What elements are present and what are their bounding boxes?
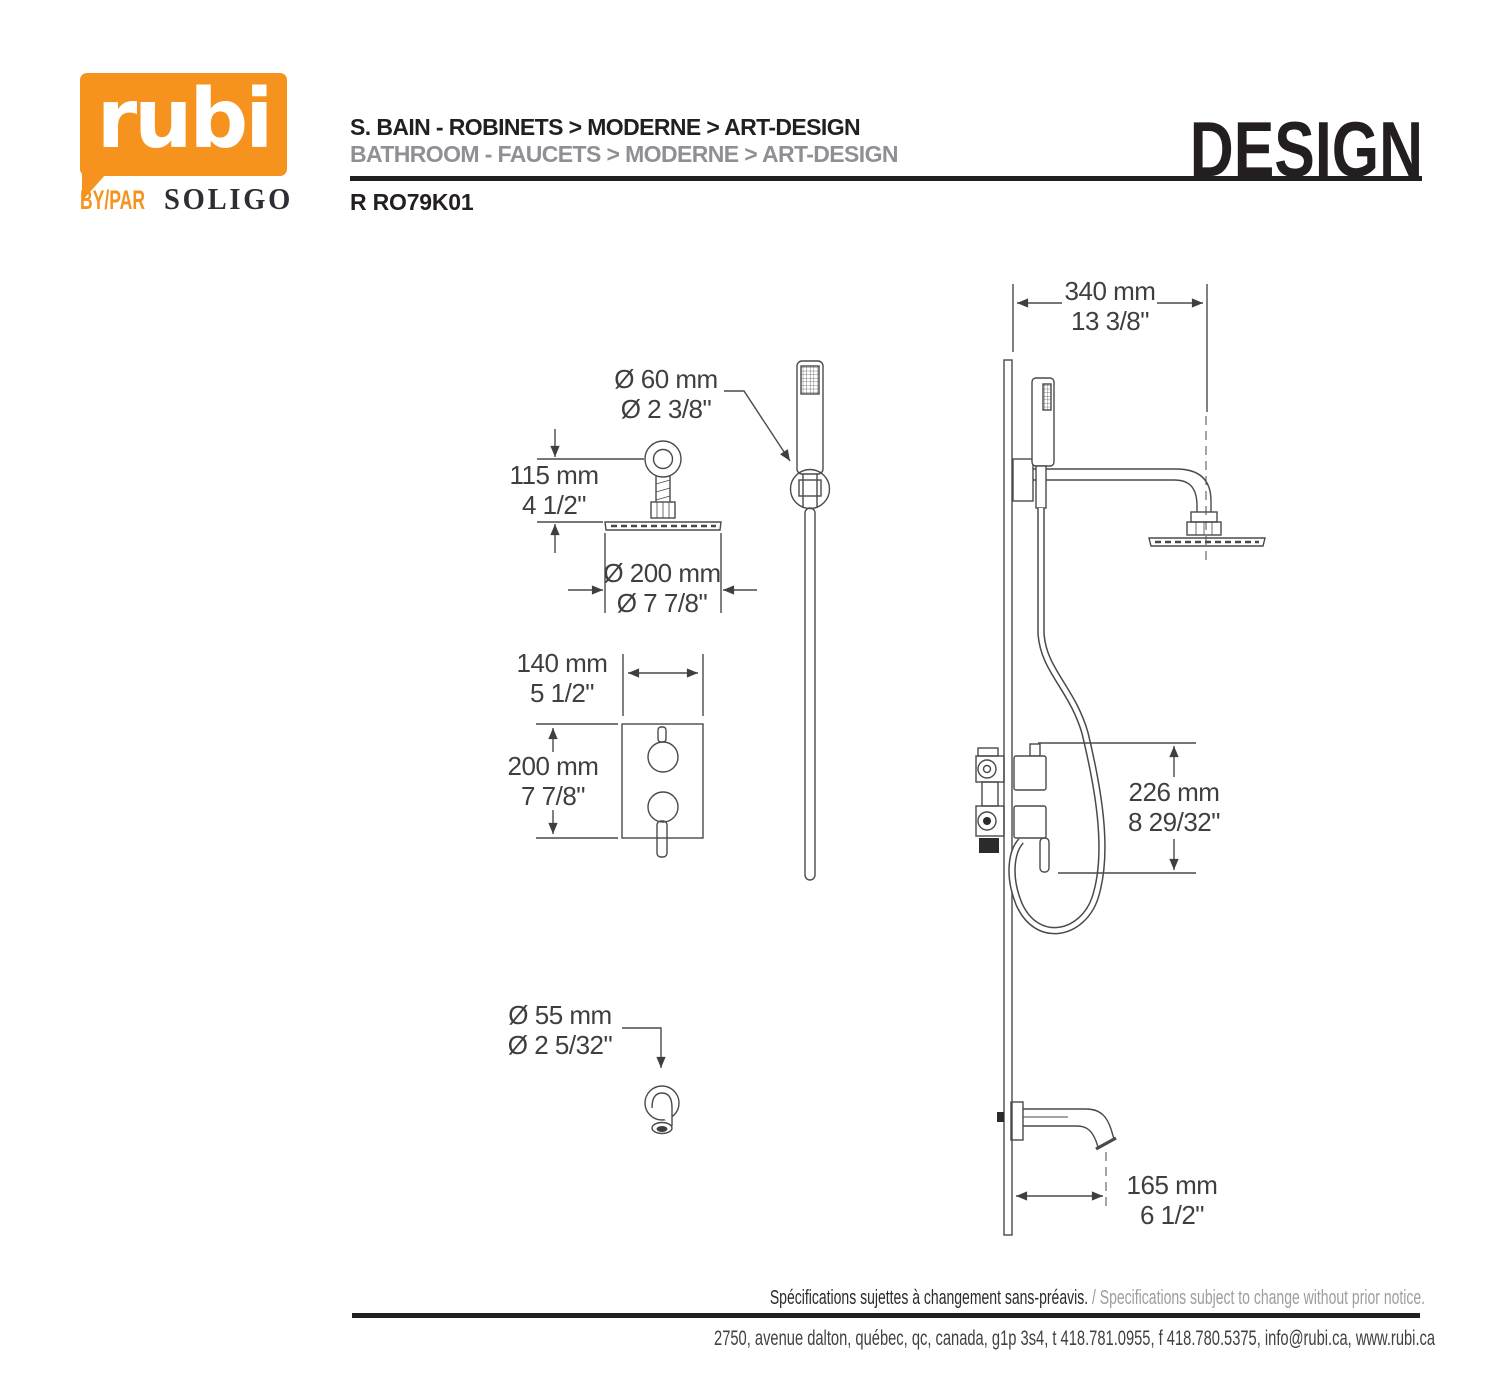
breadcrumb-french: S. BAIN - ROBINETS > MODERNE > ART-DESIG…	[350, 114, 861, 140]
figure-spout-side	[997, 1101, 1117, 1212]
dim-label-handshower-diameter: Ø 60 mm Ø 2 3/8"	[614, 364, 718, 424]
figure-rainhead-front	[604, 440, 722, 531]
header-divider	[350, 176, 1422, 181]
figure-wall-plate	[1003, 359, 1013, 1236]
product-code: R RO79K01	[350, 189, 474, 215]
change-notice-divider: /	[1088, 1287, 1100, 1309]
collection-title: DESIGN	[1189, 105, 1423, 193]
dim-label-hose-drop: 226 mm 8 29/32"	[1128, 777, 1220, 837]
figure-spout-front	[622, 1027, 680, 1135]
dim-label-valve-height: 200 mm 7 7/8"	[507, 751, 599, 811]
company-address: 2750, avenue dalton, québec, qc, canada,…	[713, 1327, 1435, 1350]
figure-valve-side	[975, 743, 1050, 873]
dim-label-spout-diameter: Ø 55 mm Ø 2 5/32"	[507, 1000, 613, 1060]
byline-brand: SOLIGO	[164, 181, 294, 216]
dim-valve-width-lines	[622, 654, 704, 716]
logo-byline: BY/PAR SOLIGO	[80, 181, 340, 217]
change-notice: Spécifications sujettes à changement san…	[770, 1287, 1425, 1310]
dim-valve-height-lines	[536, 723, 618, 839]
change-notice-english: Specifications subject to change without…	[1099, 1287, 1425, 1309]
footer-divider	[352, 1313, 1420, 1318]
dim-label-spout-reach: 165 mm 6 1/2"	[1126, 1170, 1218, 1230]
figure-shower-arm-side	[1012, 416, 1266, 562]
figure-handshower-side	[1008, 377, 1106, 935]
dim-arm-reach-lines	[1012, 284, 1208, 412]
dim-label-valve-width: 140 mm 5 1/2"	[516, 648, 608, 708]
figure-handshower-front	[724, 360, 831, 881]
dim-arm-drop-lines	[537, 429, 644, 553]
dim-showerhead-diameter-lines	[568, 533, 757, 613]
breadcrumb-english: BATHROOM - FAUCETS > MODERNE > ART-DESIG…	[350, 141, 898, 167]
dim-label-arm-drop: 115 mm 4 1/2"	[509, 460, 600, 520]
change-notice-french: Spécifications sujettes à changement san…	[769, 1287, 1089, 1309]
dim-label-arm-reach: 340 mm 13 3/8"	[1064, 276, 1156, 336]
byline-prefix: BY/PAR	[80, 185, 146, 215]
rubi-logo: rubi	[80, 73, 287, 176]
dim-label-showerhead-diameter: Ø 200 mm Ø 7 7/8"	[603, 558, 721, 618]
rubi-logo-wordmark: rubi	[96, 71, 274, 167]
figure-valve-front	[621, 723, 704, 858]
dim-hose-drop-lines	[1038, 742, 1196, 874]
